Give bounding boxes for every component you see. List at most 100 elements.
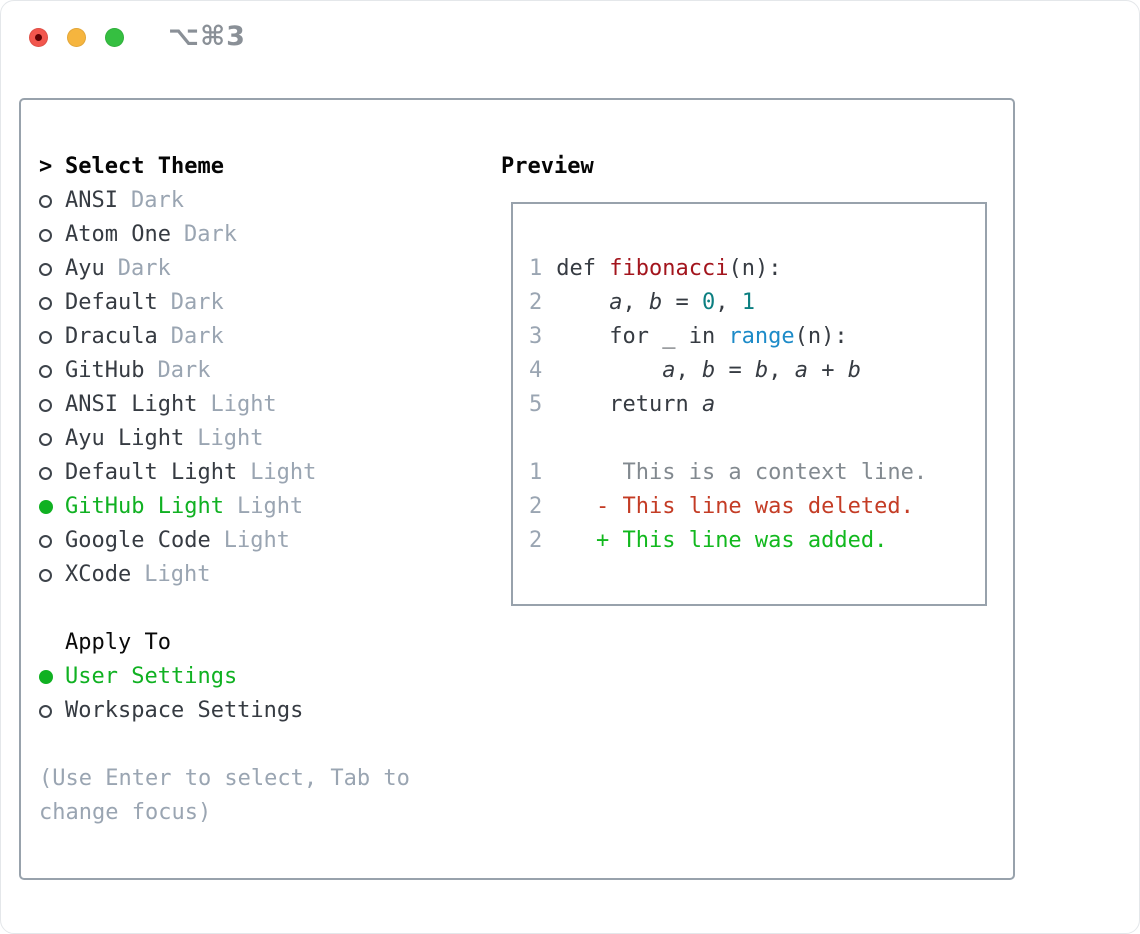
radio-unselected-icon xyxy=(39,228,52,242)
theme-variant-tag: Dark xyxy=(130,188,184,213)
code-segment: a xyxy=(794,358,808,383)
theme-option-label: XCode xyxy=(65,562,132,587)
radio-icon xyxy=(39,364,65,378)
line-number: 2 xyxy=(529,290,543,315)
theme-option-label: Ayu xyxy=(65,256,105,281)
code-segment: (n): xyxy=(794,324,848,349)
theme-option-default[interactable]: Default Dark xyxy=(39,286,479,320)
spacer xyxy=(39,592,479,626)
theme-option-label: ANSI xyxy=(65,188,118,213)
theme-option-label: Ayu Light xyxy=(65,426,185,451)
radio-icon xyxy=(39,398,65,412)
code-content: - This line was deleted. xyxy=(556,490,914,524)
code-line: 2 + This line was added. xyxy=(529,524,985,558)
code-line xyxy=(529,422,985,456)
code-line: 5 return a xyxy=(529,388,985,422)
theme-option-ansi-light[interactable]: ANSI Light Light xyxy=(39,388,479,422)
code-segment: + xyxy=(807,358,848,383)
code-line: 3 for _ in range(n): xyxy=(529,320,985,354)
theme-variant-tag: Light xyxy=(236,494,304,519)
code-segment: return xyxy=(556,392,702,417)
code-line: 2 a, b = 0, 1 xyxy=(529,286,985,320)
apply-option-label: User Settings xyxy=(65,664,238,689)
line-number: 2 xyxy=(529,528,543,553)
hint-text: change focus) xyxy=(39,800,212,825)
theme-variant-tag: Dark xyxy=(157,358,211,383)
theme-option-ansi[interactable]: ANSI Dark xyxy=(39,184,479,218)
line-number: 1 xyxy=(529,460,543,485)
code-segment: 0 xyxy=(701,290,716,315)
code-content: a, b = b, a + b xyxy=(556,354,861,388)
line-number: 2 xyxy=(529,494,543,519)
radio-icon xyxy=(39,704,65,718)
code-segment: fibonacci xyxy=(609,256,729,281)
radio-icon xyxy=(39,568,65,582)
radio-unselected-icon xyxy=(39,194,52,208)
code-segment: b xyxy=(648,290,663,315)
radio-icon xyxy=(39,194,65,208)
minimize-button[interactable] xyxy=(67,28,86,47)
code-line: 4 a, b = b, a + b xyxy=(529,354,985,388)
radio-icon xyxy=(39,670,65,684)
radio-unselected-icon xyxy=(39,364,52,378)
code-segment: - This line was deleted. xyxy=(556,494,914,519)
close-button[interactable] xyxy=(29,28,48,47)
zoom-button[interactable] xyxy=(105,28,124,47)
theme-variant-tag: Light xyxy=(197,426,264,451)
code-segment xyxy=(556,358,662,383)
radio-unselected-icon xyxy=(39,296,52,310)
code-segment: , xyxy=(768,358,795,383)
theme-option-label: Google Code xyxy=(65,528,211,553)
code-content: This is a context line. xyxy=(556,456,927,490)
code-segment: b xyxy=(701,358,716,383)
theme-option-label: GitHub xyxy=(65,358,145,383)
apply-option-user-settings[interactable]: User Settings xyxy=(39,660,479,694)
code-segment: range xyxy=(728,324,795,349)
line-number: 4 xyxy=(529,358,543,383)
theme-option-label: ANSI Light xyxy=(65,392,198,417)
code-segment: = xyxy=(662,290,702,315)
radio-unselected-icon xyxy=(39,704,52,718)
code-content: + This line was added. xyxy=(556,524,887,558)
code-segment: , xyxy=(622,290,649,315)
radio-icon xyxy=(39,296,65,310)
theme-variant-tag: Dark xyxy=(170,290,224,315)
theme-variant-tag: Light xyxy=(210,392,277,417)
radio-selected-icon xyxy=(39,500,53,514)
apply-option-label: Workspace Settings xyxy=(65,698,304,723)
theme-option-github[interactable]: GitHub Dark xyxy=(39,354,479,388)
theme-option-label: Atom One xyxy=(65,222,171,247)
close-dot-icon xyxy=(35,34,42,41)
radio-icon xyxy=(39,330,65,344)
code-segment: + This line was added. xyxy=(556,528,888,553)
line-number xyxy=(529,422,542,456)
theme-option-label: GitHub Light xyxy=(65,494,224,519)
theme-option-ayu-light[interactable]: Ayu Light Light xyxy=(39,422,479,456)
cursor-char: > xyxy=(39,154,53,179)
code-content: def fibonacci(n): xyxy=(556,252,781,286)
radio-unselected-icon xyxy=(39,398,52,412)
radio-unselected-icon xyxy=(39,330,52,344)
line-number: 5 xyxy=(529,392,543,417)
radio-unselected-icon xyxy=(39,262,52,276)
radio-icon xyxy=(39,534,65,548)
apply-option-workspace-settings[interactable]: Workspace Settings xyxy=(39,694,479,728)
radio-unselected-icon xyxy=(39,534,52,548)
theme-option-label: Default Light xyxy=(65,460,238,485)
radio-icon xyxy=(39,432,65,446)
radio-icon xyxy=(39,262,65,276)
theme-option-github-light[interactable]: GitHub Light Light xyxy=(39,490,479,524)
radio-icon xyxy=(39,500,65,514)
radio-unselected-icon xyxy=(39,568,52,582)
select-theme-heading: >Select Theme xyxy=(39,150,479,184)
line-number: 1 xyxy=(529,256,543,281)
theme-option-label: Default xyxy=(65,290,158,315)
line-number: 3 xyxy=(529,324,543,349)
